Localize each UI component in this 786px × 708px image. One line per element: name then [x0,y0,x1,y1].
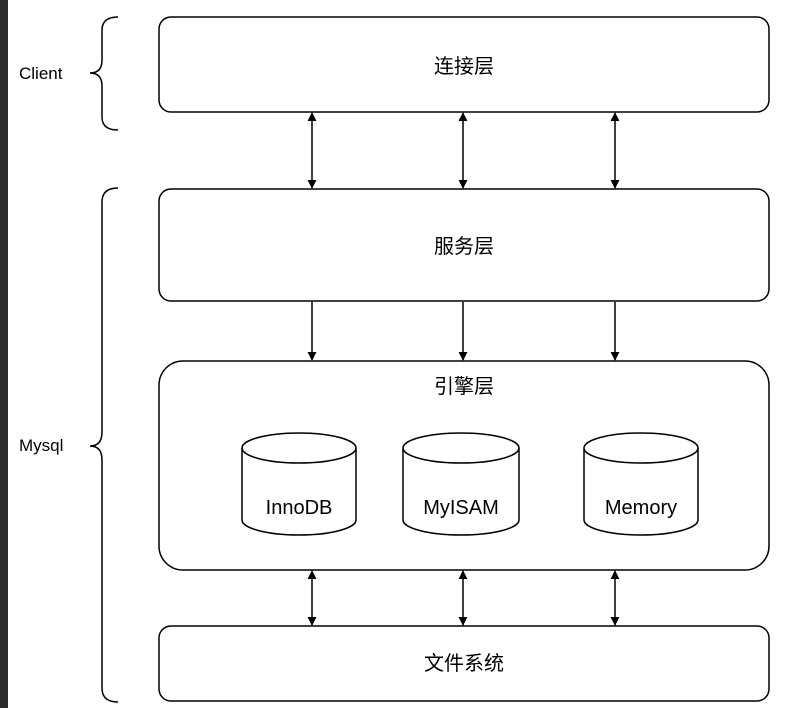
client-group-label: Client [19,64,63,83]
service-layer-box [158,188,770,302]
myisam-label: MyISAM [423,497,499,519]
connection-layer-label: 连接层 [434,56,494,78]
filesystem-layer-label: 文件系统 [424,653,504,675]
connection-layer-box [158,16,770,113]
memory-label: Memory [604,497,678,519]
mysql-brace [89,187,119,703]
myisam-cylinder [402,432,520,536]
innodb-label: InnoDB [265,497,333,519]
filesystem-layer-box [158,625,770,702]
engine-layer-label: 引擎层 [434,376,494,398]
service-layer-label: 服务层 [434,236,494,258]
memory-cylinder [583,432,699,536]
client-brace [89,16,119,131]
window-edge [0,0,8,708]
mysql-group-label: Mysql [19,436,64,455]
innodb-cylinder [241,432,357,536]
